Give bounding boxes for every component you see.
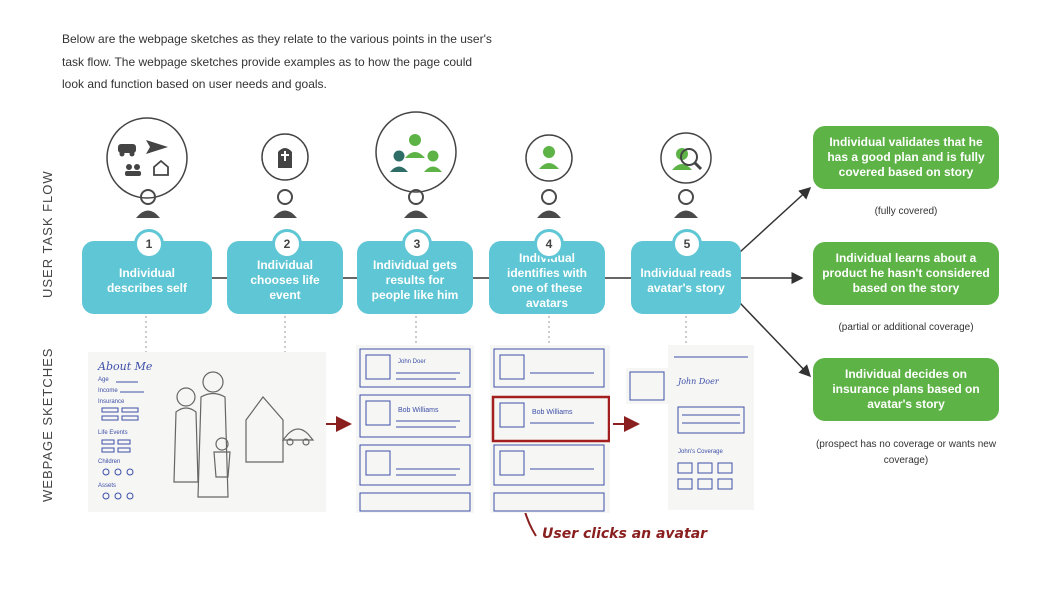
- family-icon: [125, 164, 141, 176]
- sketch-life-events-label: Life Events: [98, 430, 128, 436]
- outcome-2-box: Individual learns about a product he has…: [813, 242, 999, 305]
- people-group-icon: [390, 134, 442, 172]
- sketch-avatar-select: Bob Williams: [490, 345, 610, 513]
- step-1-number: 1: [134, 229, 164, 259]
- selected-avatar-highlight: [491, 395, 610, 443]
- step-5-number: 5: [672, 229, 702, 259]
- car-icon: [118, 144, 136, 157]
- outcome-1-note: (fully covered): [874, 206, 938, 217]
- step-2-box: Individual chooses life event: [227, 241, 343, 314]
- thought-bubble-1: [106, 117, 188, 199]
- sketch-avatar-thumb: [626, 368, 668, 404]
- step-3-number: 3: [402, 229, 432, 259]
- house-icon: [153, 159, 169, 176]
- step-4-number: 4: [534, 229, 564, 259]
- sketch-income-label: Income: [98, 388, 118, 394]
- outcome-3-box: Individual decides on insurance plans ba…: [813, 358, 999, 421]
- avatar-icon: [539, 146, 559, 169]
- outcome-2-note: (partial or additional coverage): [838, 322, 974, 333]
- sketch-assets-label: Assets: [98, 483, 117, 489]
- intro-paragraph: Below are the webpage sketches as they r…: [62, 32, 492, 91]
- sketch-age-label: Age: [98, 377, 109, 383]
- sketch-family: [168, 352, 326, 512]
- sketch-story: John Doer John's Coverage: [668, 345, 754, 510]
- sketch-children-label: Children: [98, 459, 121, 465]
- sketch-story-name: John Doer: [678, 377, 719, 386]
- family-drawing: [173, 371, 315, 498]
- sketch-about-me-title: About Me: [98, 360, 153, 373]
- outcome-1-box: Individual validates that he has a good …: [813, 126, 999, 189]
- sketch-results-name-1: John Doer: [398, 359, 426, 365]
- step-2-number: 2: [272, 229, 302, 259]
- tombstone-icon: [278, 148, 292, 168]
- magnifier-avatar-icon: [672, 148, 703, 171]
- sketch-story-coverage: John's Coverage: [678, 449, 723, 455]
- plane-icon: [146, 140, 168, 154]
- sketch-insurance-label: Insurance: [98, 399, 125, 405]
- sketch-about-me: About Me Age Income Insurance Life Event…: [88, 352, 168, 512]
- sketch-avatar-name: Bob Williams: [532, 409, 573, 416]
- sketch-results-name-2: Bob Williams: [398, 407, 439, 414]
- person-icons: [136, 189, 698, 218]
- sketch-results: John Doer Bob Williams: [356, 345, 474, 513]
- user-clicks-avatar-callout: User clicks an avatar: [542, 526, 708, 542]
- outcome-3-note: (prospect has no coverage or wants new c…: [815, 439, 997, 466]
